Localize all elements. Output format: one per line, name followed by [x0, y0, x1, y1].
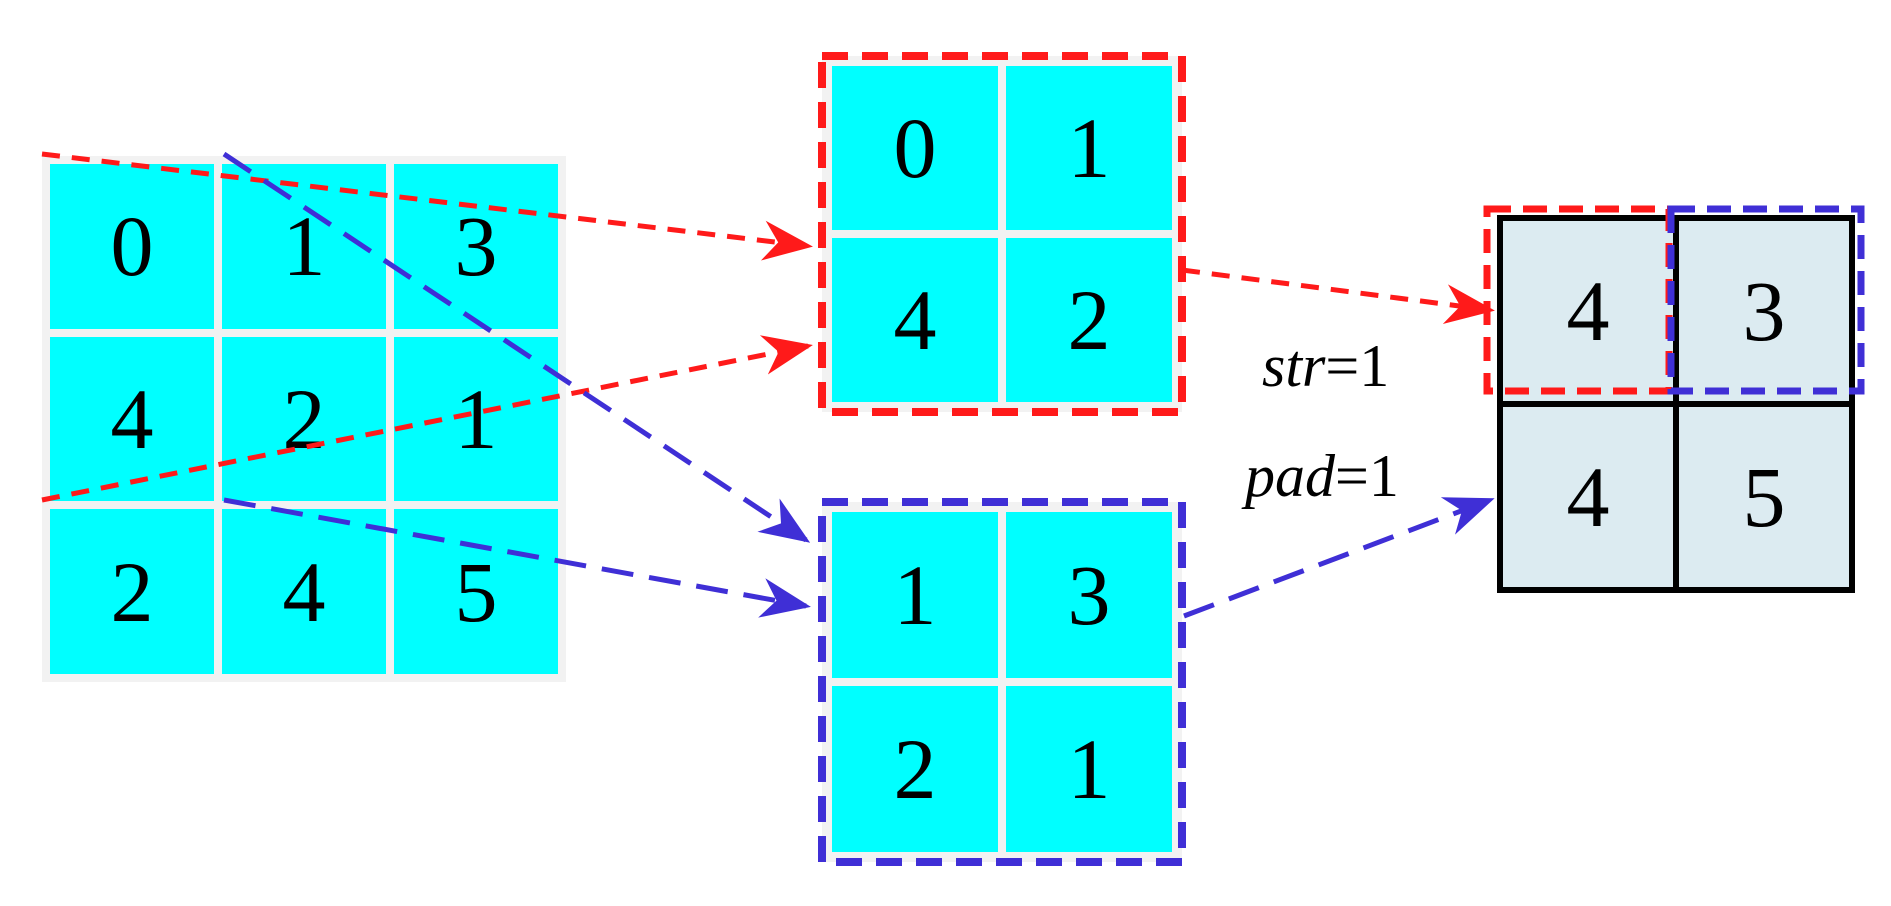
pad-label: pad=1: [1245, 442, 1399, 511]
blue-window-cell: 1: [1006, 686, 1172, 852]
blue-window-grid: 1 3 2 1: [822, 502, 1182, 862]
stride-var: str: [1262, 333, 1326, 399]
stride-label: str=1: [1262, 332, 1389, 401]
red-window-grid: 0 1 4 2: [822, 56, 1182, 412]
blue-arrow-to-output: [1183, 497, 1495, 619]
output-blue-highlight: [1667, 205, 1865, 395]
red-window-outline: [818, 52, 1186, 416]
input-cell: 1: [222, 164, 386, 329]
red-arrow-top: [41, 151, 813, 261]
input-cell: 4: [50, 336, 214, 502]
red-window-cell: 1: [1006, 66, 1172, 230]
red-window-cell: 4: [832, 238, 998, 402]
input-grid: 0 1 3 4 2 1 2 4 5: [42, 156, 566, 682]
red-window-cell: 2: [1006, 238, 1172, 402]
output-cell: 4: [1503, 221, 1673, 401]
input-cell: 1: [394, 336, 558, 502]
blue-arrow-top: [222, 151, 811, 543]
output-cell: 5: [1679, 407, 1849, 587]
output-cell: 4: [1503, 407, 1673, 587]
input-cell: 0: [50, 164, 214, 329]
output-red-highlight: [1483, 205, 1673, 395]
input-cell: 2: [222, 336, 386, 502]
blue-window-cell: 3: [1006, 512, 1172, 678]
pad-eq: =1: [1335, 443, 1399, 509]
pad-var: pad: [1245, 443, 1335, 509]
blue-window-outline: [818, 498, 1186, 866]
red-window-cell: 0: [832, 66, 998, 230]
stride-eq: =1: [1325, 333, 1390, 399]
output-cell: 3: [1679, 221, 1849, 401]
blue-window-cell: 2: [832, 686, 998, 852]
blue-arrow-bottom: [223, 497, 811, 618]
input-cell: 4: [222, 509, 386, 674]
input-cell: 2: [50, 509, 214, 674]
blue-window-cell: 1: [832, 512, 998, 678]
output-grid: 4 3 4 5: [1497, 215, 1855, 593]
input-cell: 3: [394, 164, 558, 329]
red-arrow-bottom: [41, 335, 813, 503]
red-arrow-to-output: [1181, 267, 1495, 325]
